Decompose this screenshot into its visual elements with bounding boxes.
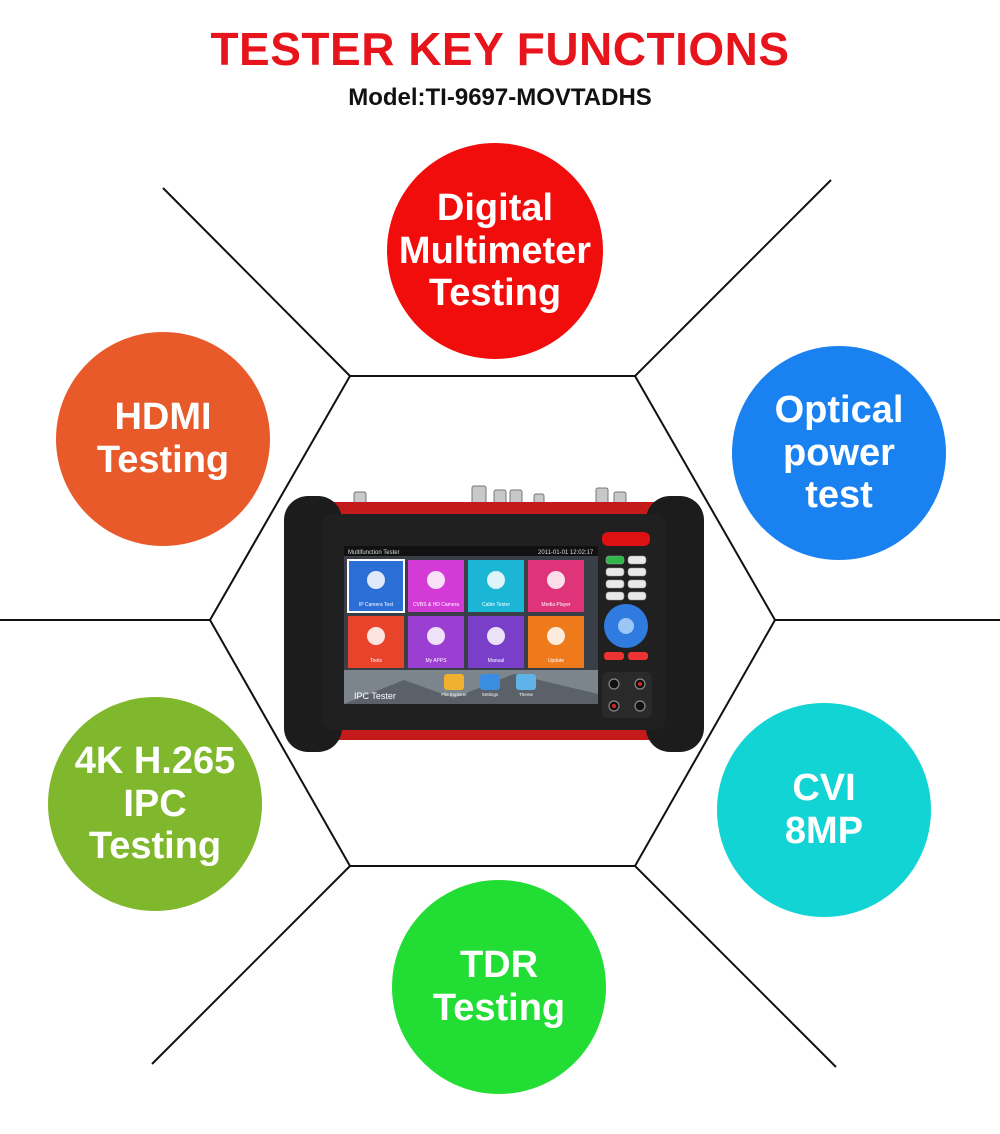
spoke-upper-right	[634, 179, 832, 377]
app-tile-label: My APPS	[425, 658, 447, 664]
tools-icon	[367, 627, 385, 645]
page-title: TESTER KEY FUNCTIONS	[210, 23, 790, 75]
optical-power-label: Optical power test	[774, 389, 904, 517]
ipc-tester-device-image: Multifunction Tester 2011-01-01 12:02:17…	[284, 485, 704, 752]
screen-header-text: Multifunction Tester	[348, 550, 400, 556]
cvi-bubble: CVI 8MP	[717, 703, 931, 917]
app-tile-label: CVBS & HD Camera	[413, 602, 459, 608]
app-tile-label: IP Camera Test	[359, 602, 394, 608]
book-icon	[487, 627, 505, 645]
app-tile-label: Media Player	[541, 602, 571, 608]
dock-icon[interactable]	[444, 674, 464, 690]
spoke-lower-right	[634, 865, 837, 1068]
spoke-upper-left	[162, 187, 351, 377]
optical-power-bubble: Optical power test	[732, 346, 946, 560]
dock-label: File Explorer	[441, 692, 467, 697]
ipc-testing-bubble: 4K H.265 IPC Testing	[48, 697, 262, 911]
digital-multimeter-bubble: Digital Multimeter Testing	[387, 143, 603, 359]
tdr-label: TDR Testing	[432, 944, 566, 1029]
tdr-bubble: TDR Testing	[392, 880, 606, 1094]
apps-icon	[427, 627, 445, 645]
screen-brand-text: IPC Tester	[354, 691, 396, 701]
dock-label: Settings	[482, 692, 499, 697]
cvi-label: CVI 8MP	[784, 767, 864, 852]
dock-label: Theme	[519, 692, 534, 697]
update-icon	[547, 627, 565, 645]
app-tile-label: Cable Tester	[482, 602, 510, 608]
hdmi-bubble: HDMI Testing	[56, 332, 270, 546]
camera-icon	[367, 571, 385, 589]
dock-icon[interactable]	[480, 674, 500, 690]
play-icon	[547, 571, 565, 589]
ipc-testing-label: 4K H.265 IPC Testing	[74, 740, 236, 868]
app-tile-label: Update	[548, 658, 564, 664]
hdmi-label: HDMI Testing	[96, 396, 230, 481]
digital-multimeter-label: Digital Multimeter Testing	[398, 187, 592, 315]
dock-icon[interactable]	[516, 674, 536, 690]
spoke-lower-left	[151, 865, 351, 1065]
video-camera-icon	[427, 571, 445, 589]
app-tile-label: Tools	[370, 658, 382, 664]
screen-clock-text: 2011-01-01 12:02:17	[538, 550, 594, 556]
cable-icon	[487, 571, 505, 589]
model-number: Model:TI-9697-MOVTADHS	[348, 84, 652, 111]
app-tile-label: Manual	[488, 658, 504, 664]
